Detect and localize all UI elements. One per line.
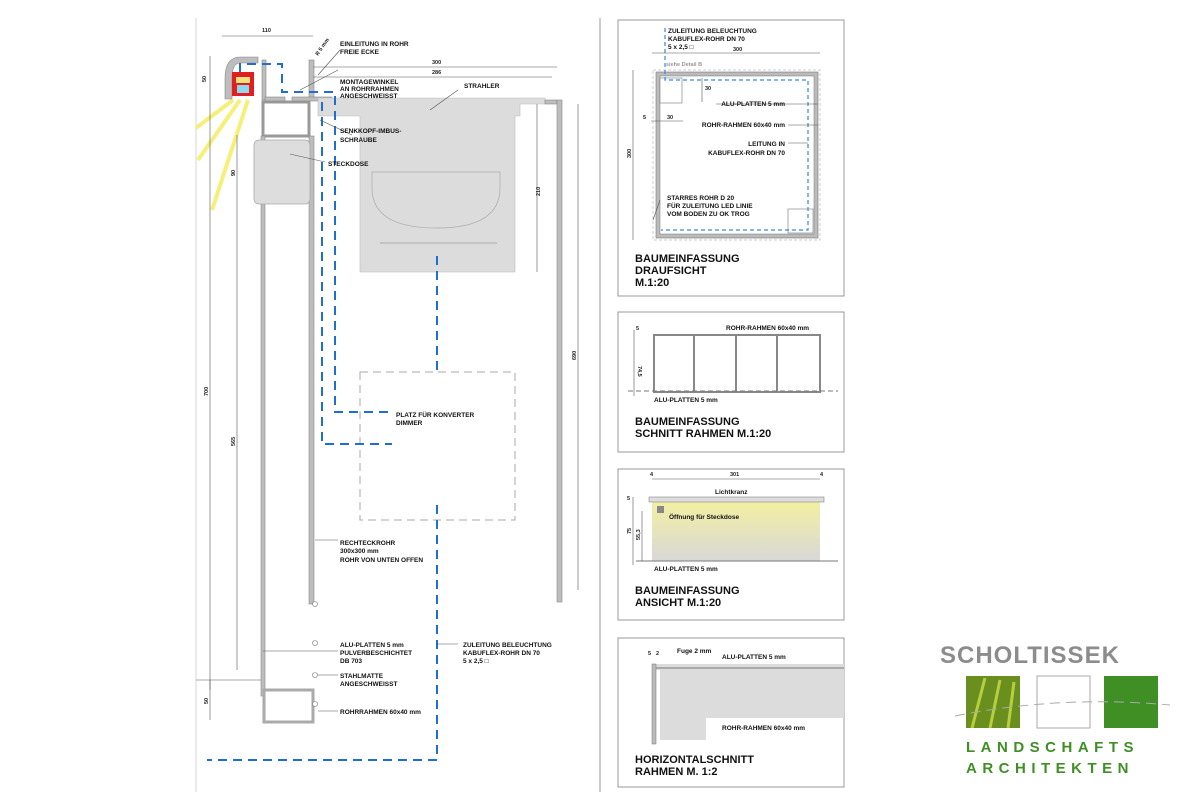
svg-text:30: 30: [705, 86, 711, 92]
light-rays: [194, 98, 250, 211]
svg-text:5: 5: [636, 326, 639, 332]
dim-300: 300: [432, 60, 441, 66]
panel-title: BAUMEINFASSUNG: [635, 416, 740, 428]
svg-text:STARRES ROHR D 20: STARRES ROHR D 20: [667, 195, 734, 202]
panel-schnitt-rahmen: 74,5 5 ROHR-RAHMEN 60x40 mm ALU-PLATTEN …: [617, 311, 845, 453]
svg-text:Öffnung für Steckdose: Öffnung für Steckdose: [669, 512, 739, 521]
svg-text:4: 4: [650, 472, 654, 478]
svg-text:RAHMEN M. 1:2: RAHMEN M. 1:2: [635, 766, 718, 778]
svg-text:300x300 mm: 300x300 mm: [340, 548, 379, 555]
svg-text:RECHTECKROHR: RECHTECKROHR: [340, 540, 396, 547]
svg-text:Lichtkranz: Lichtkranz: [715, 489, 748, 496]
svg-text:KABUFLEX-ROHR DN 70: KABUFLEX-ROHR DN 70: [708, 150, 785, 157]
svg-text:74,5: 74,5: [636, 366, 642, 377]
dim-r5: R 5 mm: [315, 37, 331, 57]
svg-text:STAHLMATTE: STAHLMATTE: [340, 673, 384, 680]
svg-text:ARCHITEKTEN: ARCHITEKTEN: [966, 760, 1134, 777]
svg-text:Fuge 2 mm: Fuge 2 mm: [677, 648, 712, 655]
svg-text:STRAHLER: STRAHLER: [464, 83, 500, 90]
svg-text:5: 5: [648, 651, 651, 657]
svg-text:ROHR VON UNTEN OFFEN: ROHR VON UNTEN OFFEN: [340, 557, 423, 564]
main-section-drawing: 110 50 300 286 210 90 700 565 690 50 R 5…: [194, 18, 601, 792]
svg-text:ANGESCHWEISST: ANGESCHWEISST: [340, 93, 397, 100]
svg-text:FÜR ZULEITUNG LED LINIE: FÜR ZULEITUNG LED LINIE: [667, 201, 753, 210]
svg-text:STECKDOSE: STECKDOSE: [328, 161, 369, 168]
svg-text:5: 5: [643, 115, 646, 121]
panel-title: BAUMEINFASSUNG: [635, 253, 740, 265]
dim-690: 690: [572, 351, 578, 360]
svg-text:DRAUFSICHT: DRAUFSICHT: [635, 265, 707, 277]
svg-text:5 x 2,5 □: 5 x 2,5 □: [463, 658, 489, 665]
svg-text:ALU-PLATTEN 5 mm: ALU-PLATTEN 5 mm: [654, 397, 718, 404]
svg-text:ALU-PLATTEN 5 mm: ALU-PLATTEN 5 mm: [654, 566, 718, 573]
svg-text:75: 75: [627, 528, 633, 534]
svg-text:SCHRAUBE: SCHRAUBE: [340, 137, 378, 144]
dim-110: 110: [262, 28, 271, 34]
svg-text:ROHR-RAHMEN 60x40 mm: ROHR-RAHMEN 60x40 mm: [726, 325, 809, 332]
socket: [253, 139, 311, 205]
svg-text:LEITUNG IN: LEITUNG IN: [748, 141, 785, 148]
dim-50: 50: [202, 76, 208, 82]
spotlight: [317, 97, 546, 273]
dim-50-bottom: 50: [204, 698, 210, 704]
panel-ansicht: 4 301 4 5 75 55,3 Lichtkranz Öffnung für…: [617, 468, 845, 621]
inner-tube-wall: [308, 135, 315, 605]
svg-text:PULVERBESCHICHTET: PULVERBESCHICHTET: [340, 650, 412, 657]
svg-text:4: 4: [820, 472, 824, 478]
svg-text:ZULEITUNG BELEUCHTUNG: ZULEITUNG BELEUCHTUNG: [668, 28, 757, 35]
svg-text:ALU-PLATTEN 5 mm: ALU-PLATTEN 5 mm: [722, 654, 786, 661]
svg-text:EINLEITUNG IN ROHR: EINLEITUNG IN ROHR: [340, 41, 409, 48]
svg-text:2: 2: [656, 651, 659, 657]
svg-text:ALU-PLATTEN 5 mm: ALU-PLATTEN 5 mm: [721, 101, 785, 108]
panel-title: HORIZONTALSCHNITT: [635, 754, 754, 766]
svg-text:M.1:20: M.1:20: [635, 277, 669, 289]
svg-text:LANDSCHAFTS: LANDSCHAFTS: [966, 739, 1139, 756]
company-logo: SCHOLTISSEK LANDSCHAFTS ARCHITEKTEN: [940, 642, 1171, 777]
main-annotations: EINLEITUNG IN ROHR FREIE ECKE MONTAGEWIN…: [328, 41, 552, 716]
dim-286: 286: [432, 70, 441, 76]
svg-text:VOM BODEN ZU OK TROG: VOM BODEN ZU OK TROG: [667, 211, 750, 218]
svg-text:KABUFLEX-ROHR DN 70: KABUFLEX-ROHR DN 70: [463, 650, 540, 657]
panel-draufsicht: ZULEITUNG BELEUCHTUNG KABUFLEX-ROHR DN 7…: [617, 19, 845, 297]
svg-text:SCHNITT RAHMEN M.1:20: SCHNITT RAHMEN M.1:20: [635, 428, 771, 440]
svg-text:ALU-PLATTEN 5 mm: ALU-PLATTEN 5 mm: [340, 642, 404, 649]
svg-text:301: 301: [730, 472, 739, 478]
svg-text:SCHOLTISSEK: SCHOLTISSEK: [940, 642, 1120, 669]
svg-text:ROHRRAHMEN 60x40 mm: ROHRRAHMEN 60x40 mm: [340, 709, 421, 716]
cable-run: [239, 63, 388, 413]
svg-text:KABUFLEX-ROHR DN 70: KABUFLEX-ROHR DN 70: [668, 36, 745, 43]
base-frame: [262, 688, 315, 724]
panel-title: BAUMEINFASSUNG: [635, 585, 740, 597]
dim-565: 565: [231, 437, 237, 446]
dim-90: 90: [231, 170, 237, 176]
svg-text:300: 300: [627, 149, 633, 158]
lichtkranz-ring: [648, 496, 825, 503]
svg-text:ANSICHT M.1:20: ANSICHT M.1:20: [635, 597, 721, 609]
svg-text:ROHR-RAHMEN 60x40 mm: ROHR-RAHMEN 60x40 mm: [702, 122, 785, 129]
svg-text:ROHR-RAHMEN 60x40 mm: ROHR-RAHMEN 60x40 mm: [722, 725, 805, 732]
panel-horizontalschnitt: 5 2 Fuge 2 mm ALU-PLATTEN 5 mm ROHR-RAHM…: [617, 637, 845, 788]
svg-text:DIMMER: DIMMER: [396, 420, 423, 427]
svg-text:AN ROHRRAHMEN: AN ROHRRAHMEN: [340, 86, 399, 93]
svg-text:300: 300: [733, 47, 742, 53]
svg-text:5: 5: [627, 496, 630, 502]
dim-210: 210: [536, 187, 542, 196]
svg-text:ZULEITUNG BELEUCHTUNG: ZULEITUNG BELEUCHTUNG: [463, 642, 552, 649]
svg-text:FREIE ECKE: FREIE ECKE: [340, 49, 380, 56]
dim-700: 700: [204, 387, 210, 396]
svg-text:PLATZ FÜR KONVERTER: PLATZ FÜR KONVERTER: [396, 410, 475, 419]
svg-text:SENKKOPF-IMBUS-: SENKKOPF-IMBUS-: [340, 128, 401, 135]
svg-text:DB 703: DB 703: [340, 658, 362, 665]
svg-text:5 x 2,5 □: 5 x 2,5 □: [668, 44, 694, 51]
svg-text:MONTAGEWINKEL: MONTAGEWINKEL: [340, 79, 398, 86]
detail-reference: siehe Detail B: [666, 62, 702, 68]
svg-text:55,3: 55,3: [636, 529, 642, 540]
svg-text:30: 30: [667, 115, 673, 121]
alu-panel: [260, 135, 266, 697]
svg-text:ANGESCHWEISST: ANGESCHWEISST: [340, 681, 397, 688]
